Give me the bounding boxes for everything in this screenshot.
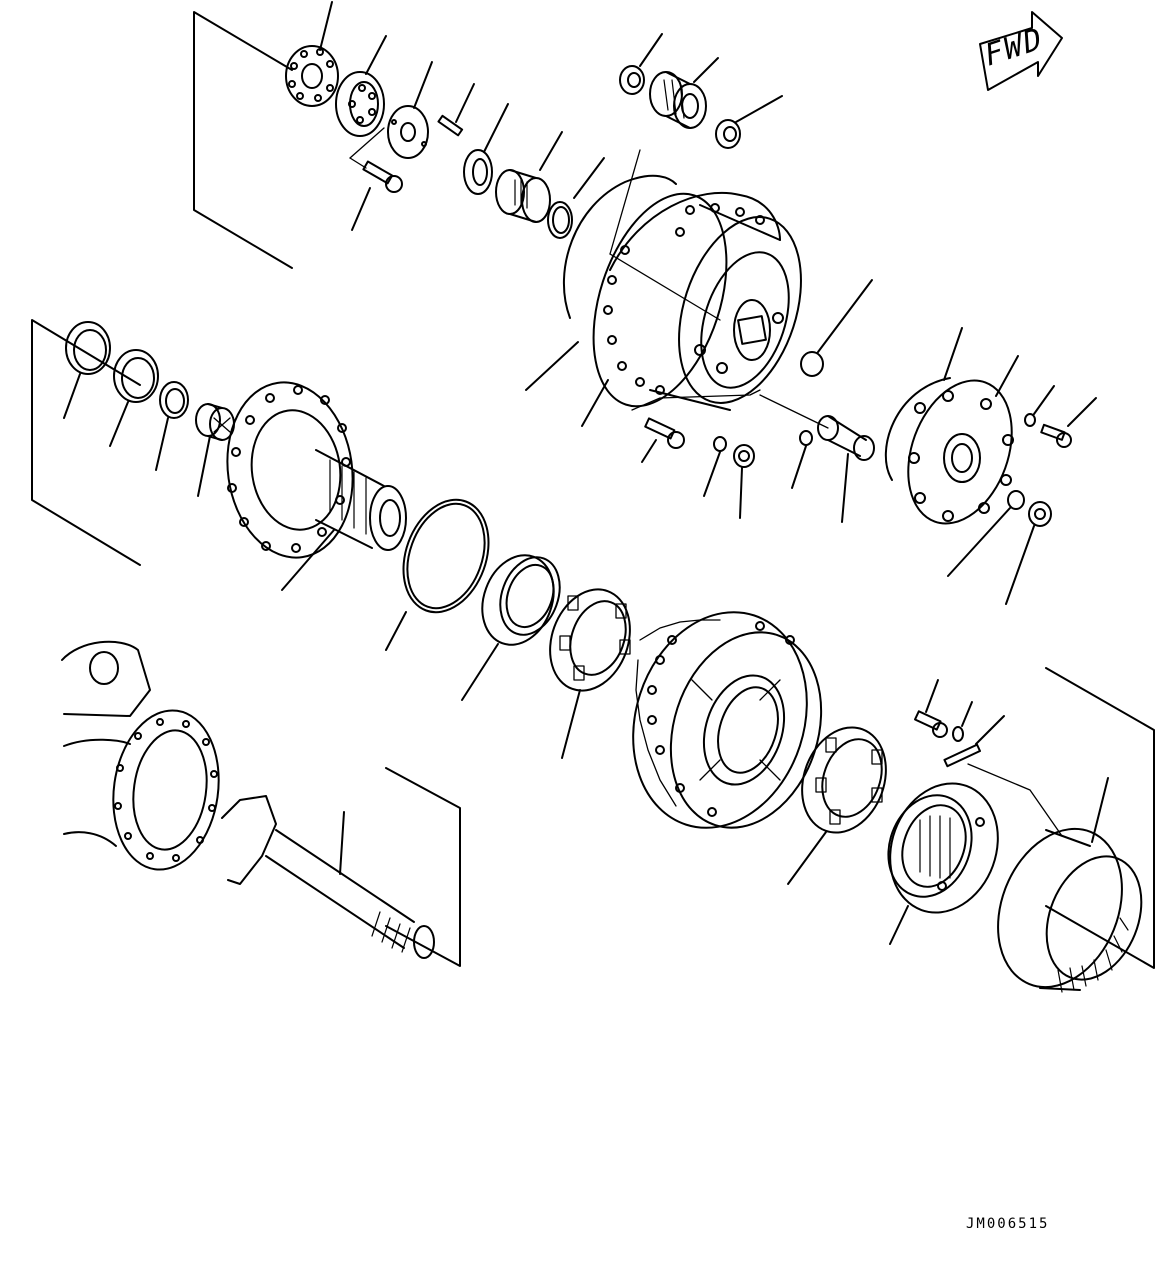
- nut-top-left: [619, 33, 663, 95]
- planet-gear: [649, 57, 719, 129]
- hub-flange-shaft: [226, 381, 407, 591]
- washer-housing-b: [791, 430, 813, 489]
- bolt-housing: [641, 417, 685, 463]
- washer-cover: [1024, 385, 1055, 427]
- nut-top-right: [715, 95, 783, 149]
- planet-bearing-disc: [335, 35, 387, 137]
- washer-housing-a: [703, 436, 727, 497]
- thrust-washer: [387, 61, 433, 159]
- seal-ring-b: [109, 349, 159, 447]
- planet-shaft: [759, 394, 875, 523]
- ring-gear-hub: [887, 782, 999, 945]
- group-frame-left: [31, 319, 141, 566]
- ring-gear-large: [997, 777, 1143, 993]
- ball-bearing-small: [463, 103, 509, 195]
- seal-ring-c: [155, 381, 189, 471]
- group-frame-right: [1045, 667, 1155, 969]
- group-frame-shaft: [385, 767, 461, 967]
- snap-ring-small: [547, 157, 605, 239]
- needle-roller-bearing: [495, 131, 563, 223]
- planetary-housing: [592, 149, 802, 411]
- o-ring-large-housing: [525, 174, 677, 391]
- bolt-cover: [1040, 397, 1097, 448]
- o-ring-large: [385, 498, 490, 651]
- axle-housing: [61, 640, 220, 871]
- planet-carrier-plate: [285, 1, 339, 107]
- tapered-roller-bearing: [549, 588, 631, 759]
- fwd-direction-arrow: [979, 11, 1063, 91]
- axle-shaft: [221, 795, 435, 959]
- bushing: [195, 403, 235, 497]
- washer-cover-b: [947, 490, 1025, 577]
- pin: [437, 83, 475, 137]
- wheel-hub: [632, 611, 823, 829]
- washer-lower-right: [952, 701, 973, 742]
- nut-cover: [1005, 501, 1052, 605]
- plug-nut-housing: [800, 279, 873, 377]
- tapered-roller-bearing-outer: [787, 726, 887, 885]
- cover-plate: [884, 327, 1019, 525]
- bolt-lower-right: [914, 679, 948, 738]
- bolt-top: [349, 127, 403, 231]
- lock-plate: [943, 715, 1063, 837]
- drawing-code: JM006515: [966, 1216, 1050, 1232]
- seal-ring-a: [63, 321, 111, 419]
- group-frame-top: [193, 11, 293, 269]
- bearing-cup: [461, 554, 561, 701]
- housing-leaders: [581, 379, 761, 427]
- nut-housing: [733, 444, 755, 519]
